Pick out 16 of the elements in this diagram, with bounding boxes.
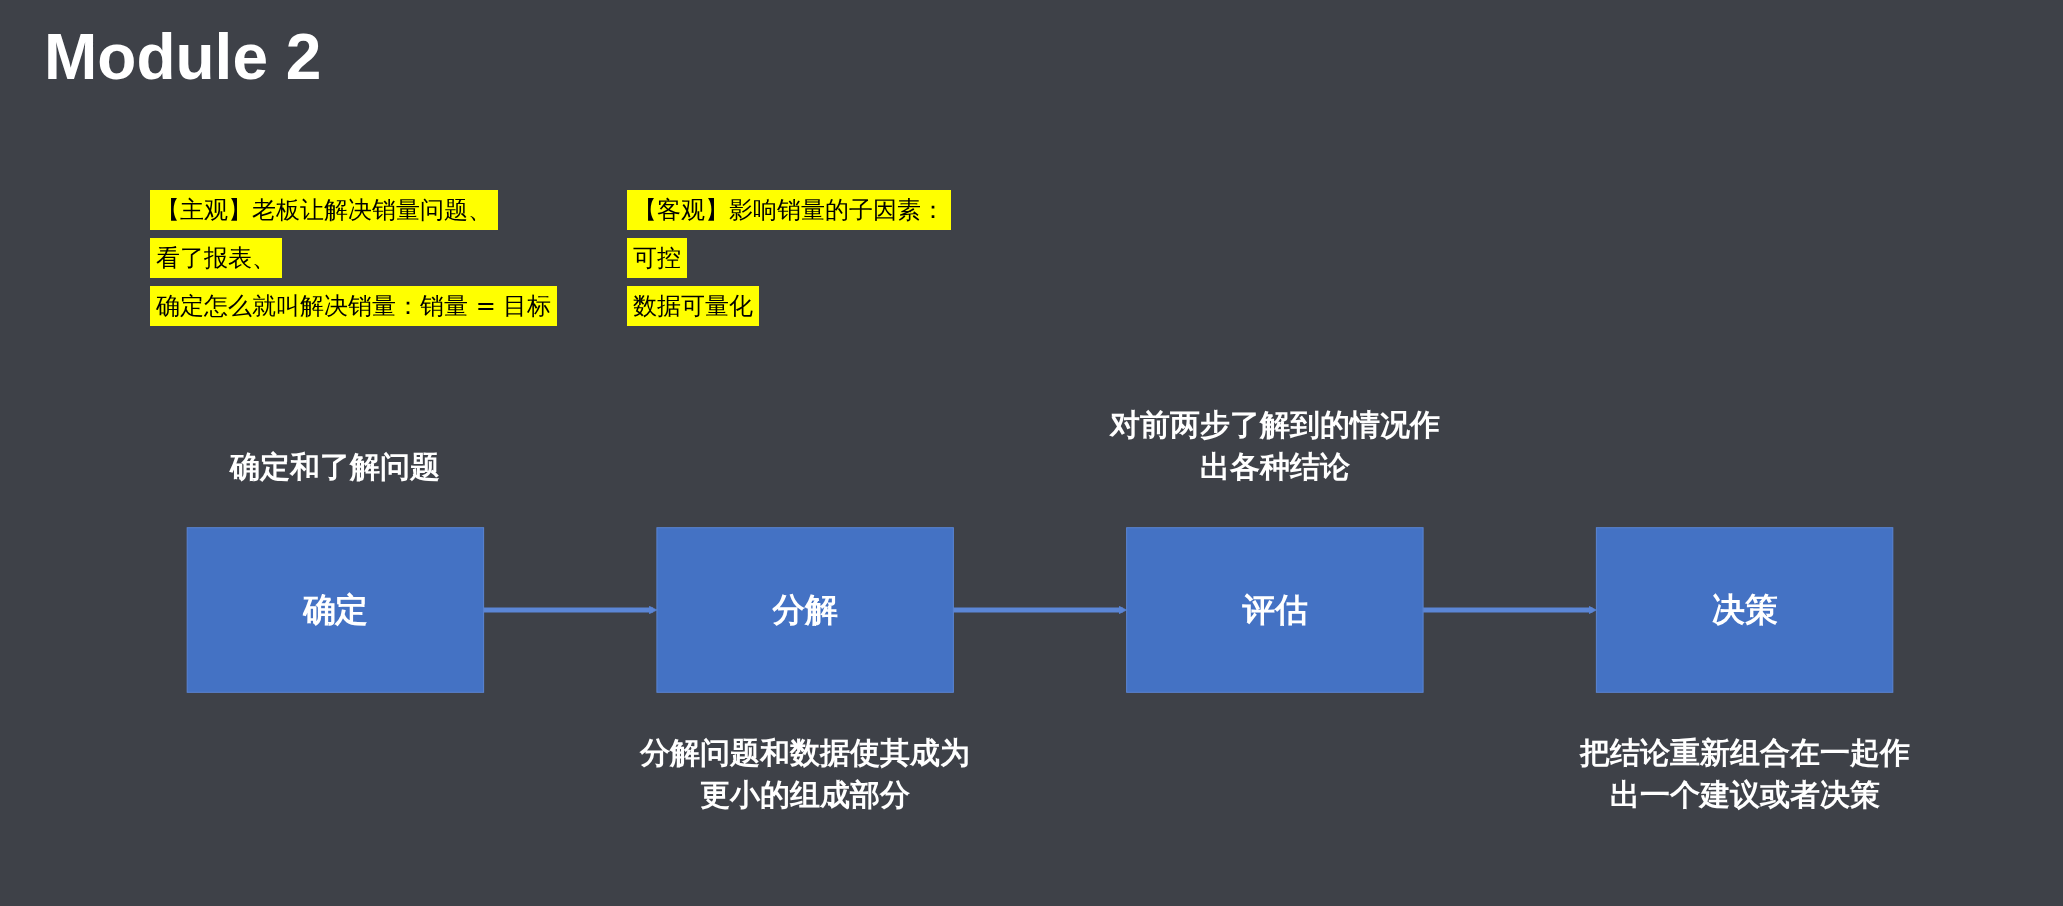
arrow [483, 605, 658, 615]
title: Module 2 [44, 20, 322, 94]
step-description: 把结论重新组合在一起作出一个建议或者决策 [1578, 734, 1911, 815]
highlighted-note: 看了报表、 [150, 238, 282, 278]
step-description: 分解问题和数据使其成为更小的组成部分 [638, 734, 972, 815]
arrow [953, 605, 1127, 615]
arrow [1423, 605, 1597, 615]
highlighted-note: 【客观】影响销量的子因素： [627, 190, 952, 230]
highlighted-note: 数据可量化 [627, 286, 760, 326]
highlighted-note: 【主观】老板让解决销量问题、 [150, 190, 498, 230]
highlighted-note: 确定怎么就叫解决销量：销量 = 目标 [150, 286, 558, 326]
node-box: 评估 [1126, 527, 1424, 693]
node-box: 决策 [1595, 527, 1894, 693]
step-description: 对前两步了解到的情况作出各种结论 [1108, 405, 1441, 486]
highlighted-note: 可控 [627, 238, 688, 278]
step-description: 确定和了解问题 [228, 447, 442, 486]
